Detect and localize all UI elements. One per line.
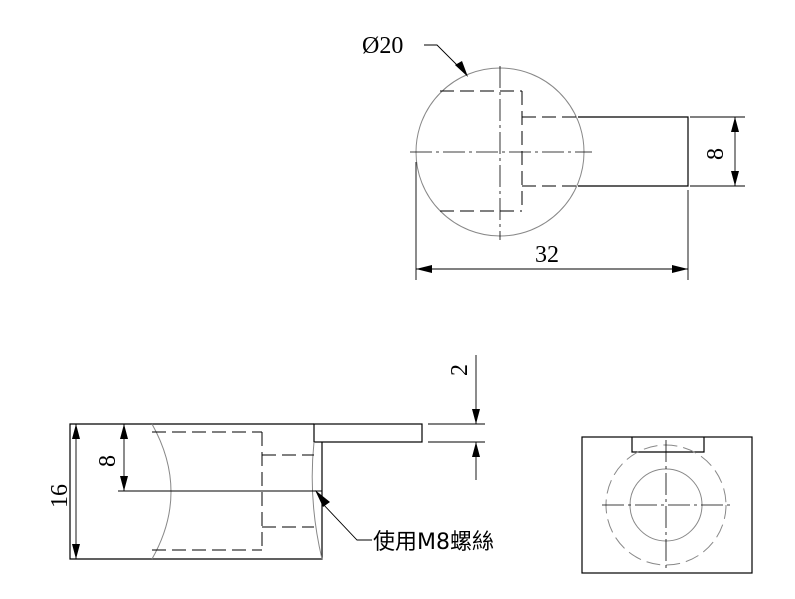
length-label: 32	[535, 242, 559, 268]
step-label: 2	[447, 364, 473, 376]
thread-note: 使用M8螺絲	[315, 490, 494, 555]
front-view-curve-right	[311, 441, 323, 560]
bore-label: 8	[95, 455, 121, 467]
front-view-tab	[313, 423, 423, 443]
side-view	[581, 436, 753, 574]
thread-note-label: 使用M8螺絲	[373, 530, 494, 555]
front-view-curve-left	[151, 423, 172, 560]
front-view	[69, 423, 423, 560]
diameter-dimension: Ø20	[362, 33, 468, 77]
side-view-notch	[631, 437, 705, 453]
height-dimension: 16	[47, 424, 80, 559]
width-label: 8	[703, 148, 729, 160]
side-view-outline	[581, 436, 753, 574]
step-dimension: 2	[428, 355, 485, 480]
length-dimension: 32	[415, 162, 689, 280]
front-view-outline	[69, 423, 323, 560]
top-view	[410, 66, 689, 240]
diameter-label: Ø20	[362, 33, 403, 59]
bore-dimension: 8	[95, 424, 128, 491]
height-label: 16	[47, 484, 73, 508]
width-dimension: 8	[690, 116, 745, 187]
top-view-arm	[578, 116, 689, 187]
